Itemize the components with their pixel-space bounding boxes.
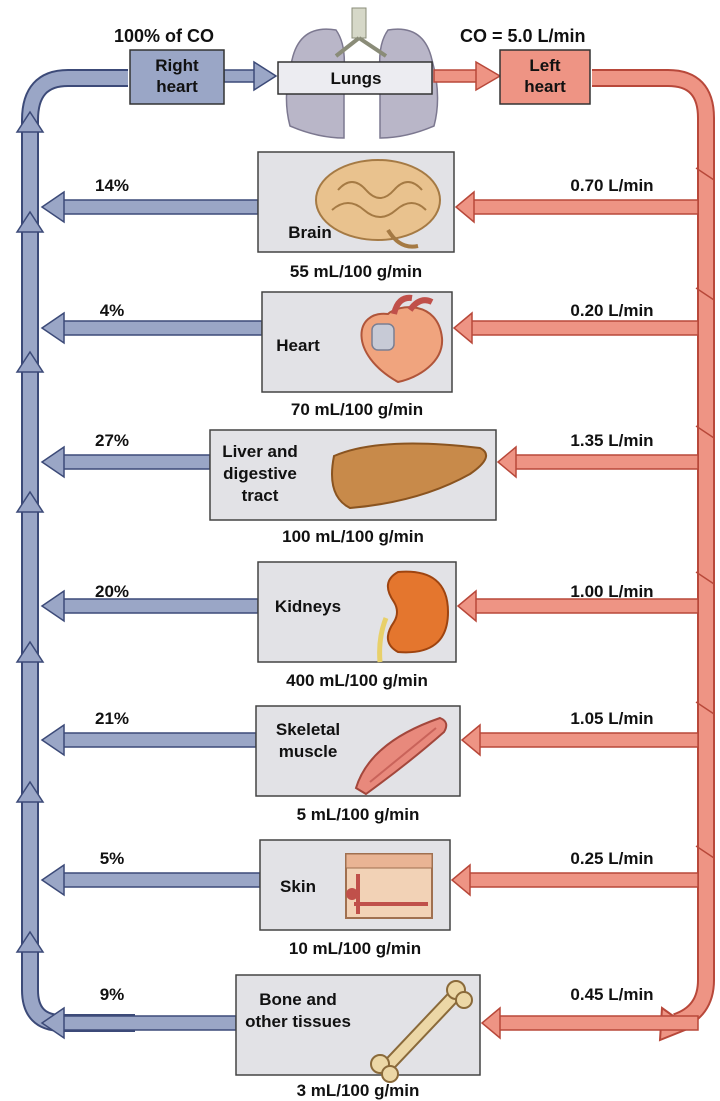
organ-name-label: tract	[242, 486, 279, 505]
left-heart-label-2: heart	[524, 77, 566, 96]
organ-name-label: muscle	[279, 742, 338, 761]
organ-row: Skin 5% 0.25 L/min 10 mL/100 g/min	[42, 840, 698, 958]
cardiac-output-percent-label: 20%	[95, 582, 129, 601]
venous-arrow	[42, 591, 258, 621]
organ-row: Kidneys 20% 1.00 L/min 400 mL/100 g/min	[42, 562, 698, 690]
rightheart-to-lungs-arrow	[224, 62, 276, 90]
co-total-label: CO = 5.0 L/min	[460, 26, 586, 46]
organ-name-label: Skin	[280, 877, 316, 896]
venous-up-arrowhead	[17, 352, 43, 372]
organ-name-label: Brain	[288, 223, 331, 242]
perfusion-label: 400 mL/100 g/min	[286, 671, 428, 690]
skin-icon	[346, 854, 432, 918]
right-heart-label-1: Right	[155, 56, 199, 75]
organ-name-label: Kidneys	[275, 597, 341, 616]
venous-up-arrowhead	[17, 782, 43, 802]
blood-flow-label: 1.00 L/min	[570, 582, 653, 601]
perfusion-label: 3 mL/100 g/min	[297, 1081, 420, 1100]
co-percent-label: 100% of CO	[114, 26, 214, 46]
perfusion-label: 100 mL/100 g/min	[282, 527, 424, 546]
lungs-label: Lungs	[331, 69, 382, 88]
right-heart-label-2: heart	[156, 77, 198, 96]
arterial-arrow	[462, 725, 698, 755]
venous-arrow	[42, 313, 262, 343]
blood-flow-label: 1.05 L/min	[570, 709, 653, 728]
perfusion-label: 5 mL/100 g/min	[297, 805, 420, 824]
cardiac-output-percent-label: 4%	[100, 301, 125, 320]
top-row: 100% of CO CO = 5.0 L/min Right heart Lu…	[114, 8, 590, 138]
arterial-arrow	[498, 447, 698, 477]
venous-arrow	[42, 447, 210, 477]
organ-row: Bone and other tissues 9% 0.45 L/min 3 mL/10…	[42, 975, 698, 1100]
venous-arrow	[42, 192, 258, 222]
blood-flow-label: 1.35 L/min	[570, 431, 653, 450]
blood-flow-label: 0.45 L/min	[570, 985, 653, 1004]
cardiac-output-percent-label: 5%	[100, 849, 125, 868]
venous-up-arrowhead	[17, 492, 43, 512]
cardiac-output-percent-label: 9%	[100, 985, 125, 1004]
venous-arrow	[42, 1008, 236, 1038]
cardiac-output-percent-label: 21%	[95, 709, 129, 728]
blood-flow-label: 0.20 L/min	[570, 301, 653, 320]
perfusion-label: 55 mL/100 g/min	[290, 262, 422, 281]
organ-row: Heart 4% 0.20 L/min 70 mL/100 g/min	[42, 292, 698, 419]
venous-up-arrowhead	[17, 932, 43, 952]
arterial-arrow	[456, 192, 698, 222]
venous-up-arrowhead	[17, 642, 43, 662]
venous-arrow	[42, 865, 260, 895]
blood-flow-label: 0.25 L/min	[570, 849, 653, 868]
organ-row: Skeletal muscle 21% 1.05 L/min 5 mL/100 g/mi…	[42, 706, 698, 824]
organ-name-label: other tissues	[245, 1012, 351, 1031]
organ-row: Liver and digestive tract 27% 1.35 L/min 100 …	[42, 430, 698, 546]
arterial-arrow	[452, 865, 698, 895]
organ-name-label: Bone and	[259, 990, 336, 1009]
lungs-to-leftheart-arrow	[434, 62, 500, 90]
perfusion-label: 10 mL/100 g/min	[289, 939, 421, 958]
venous-arrow	[42, 725, 256, 755]
organ-name-label: Heart	[276, 336, 320, 355]
organ-row: Brain 14% 0.70 L/min 55 mL/100 g/min	[42, 152, 698, 281]
blood-flow-label: 0.70 L/min	[570, 176, 653, 195]
cardiac-output-percent-label: 27%	[95, 431, 129, 450]
organ-name-label: Liver and	[222, 442, 298, 461]
venous-up-arrowhead	[17, 212, 43, 232]
left-heart-label-1: Left	[529, 56, 561, 75]
organ-name-label: digestive	[223, 464, 297, 483]
perfusion-label: 70 mL/100 g/min	[291, 400, 423, 419]
cardiac-output-percent-label: 14%	[95, 176, 129, 195]
organ-name-label: Skeletal	[276, 720, 340, 739]
